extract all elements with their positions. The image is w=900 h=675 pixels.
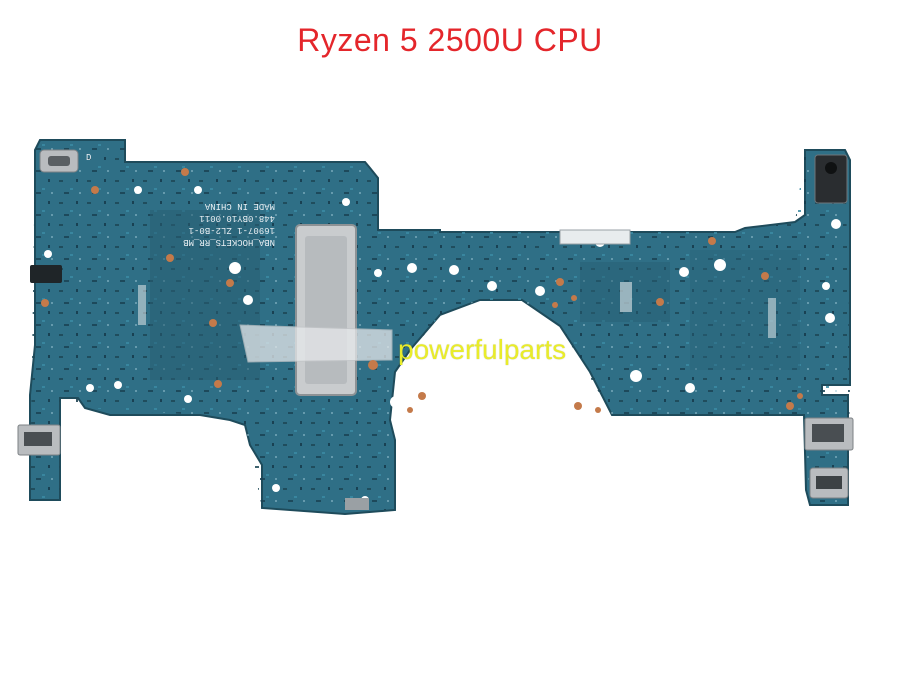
silk-edge-marker: D xyxy=(86,153,91,163)
audio-jack-right xyxy=(814,154,848,204)
watermark: powerfulparts xyxy=(398,334,567,365)
caption-title: Ryzen 5 2500U CPU xyxy=(297,22,603,58)
silk-line-2: 16907-1 ZL2-B0-1 xyxy=(189,225,275,235)
silk-line-4: MADE IN CHINA xyxy=(204,201,275,211)
test-pads xyxy=(37,168,803,443)
silk-line-3: 448.0BY10.0011 xyxy=(199,213,275,223)
tape-strip xyxy=(239,324,393,363)
silk-line-1: NBA_HOCKETS_RR_MB xyxy=(183,237,275,247)
